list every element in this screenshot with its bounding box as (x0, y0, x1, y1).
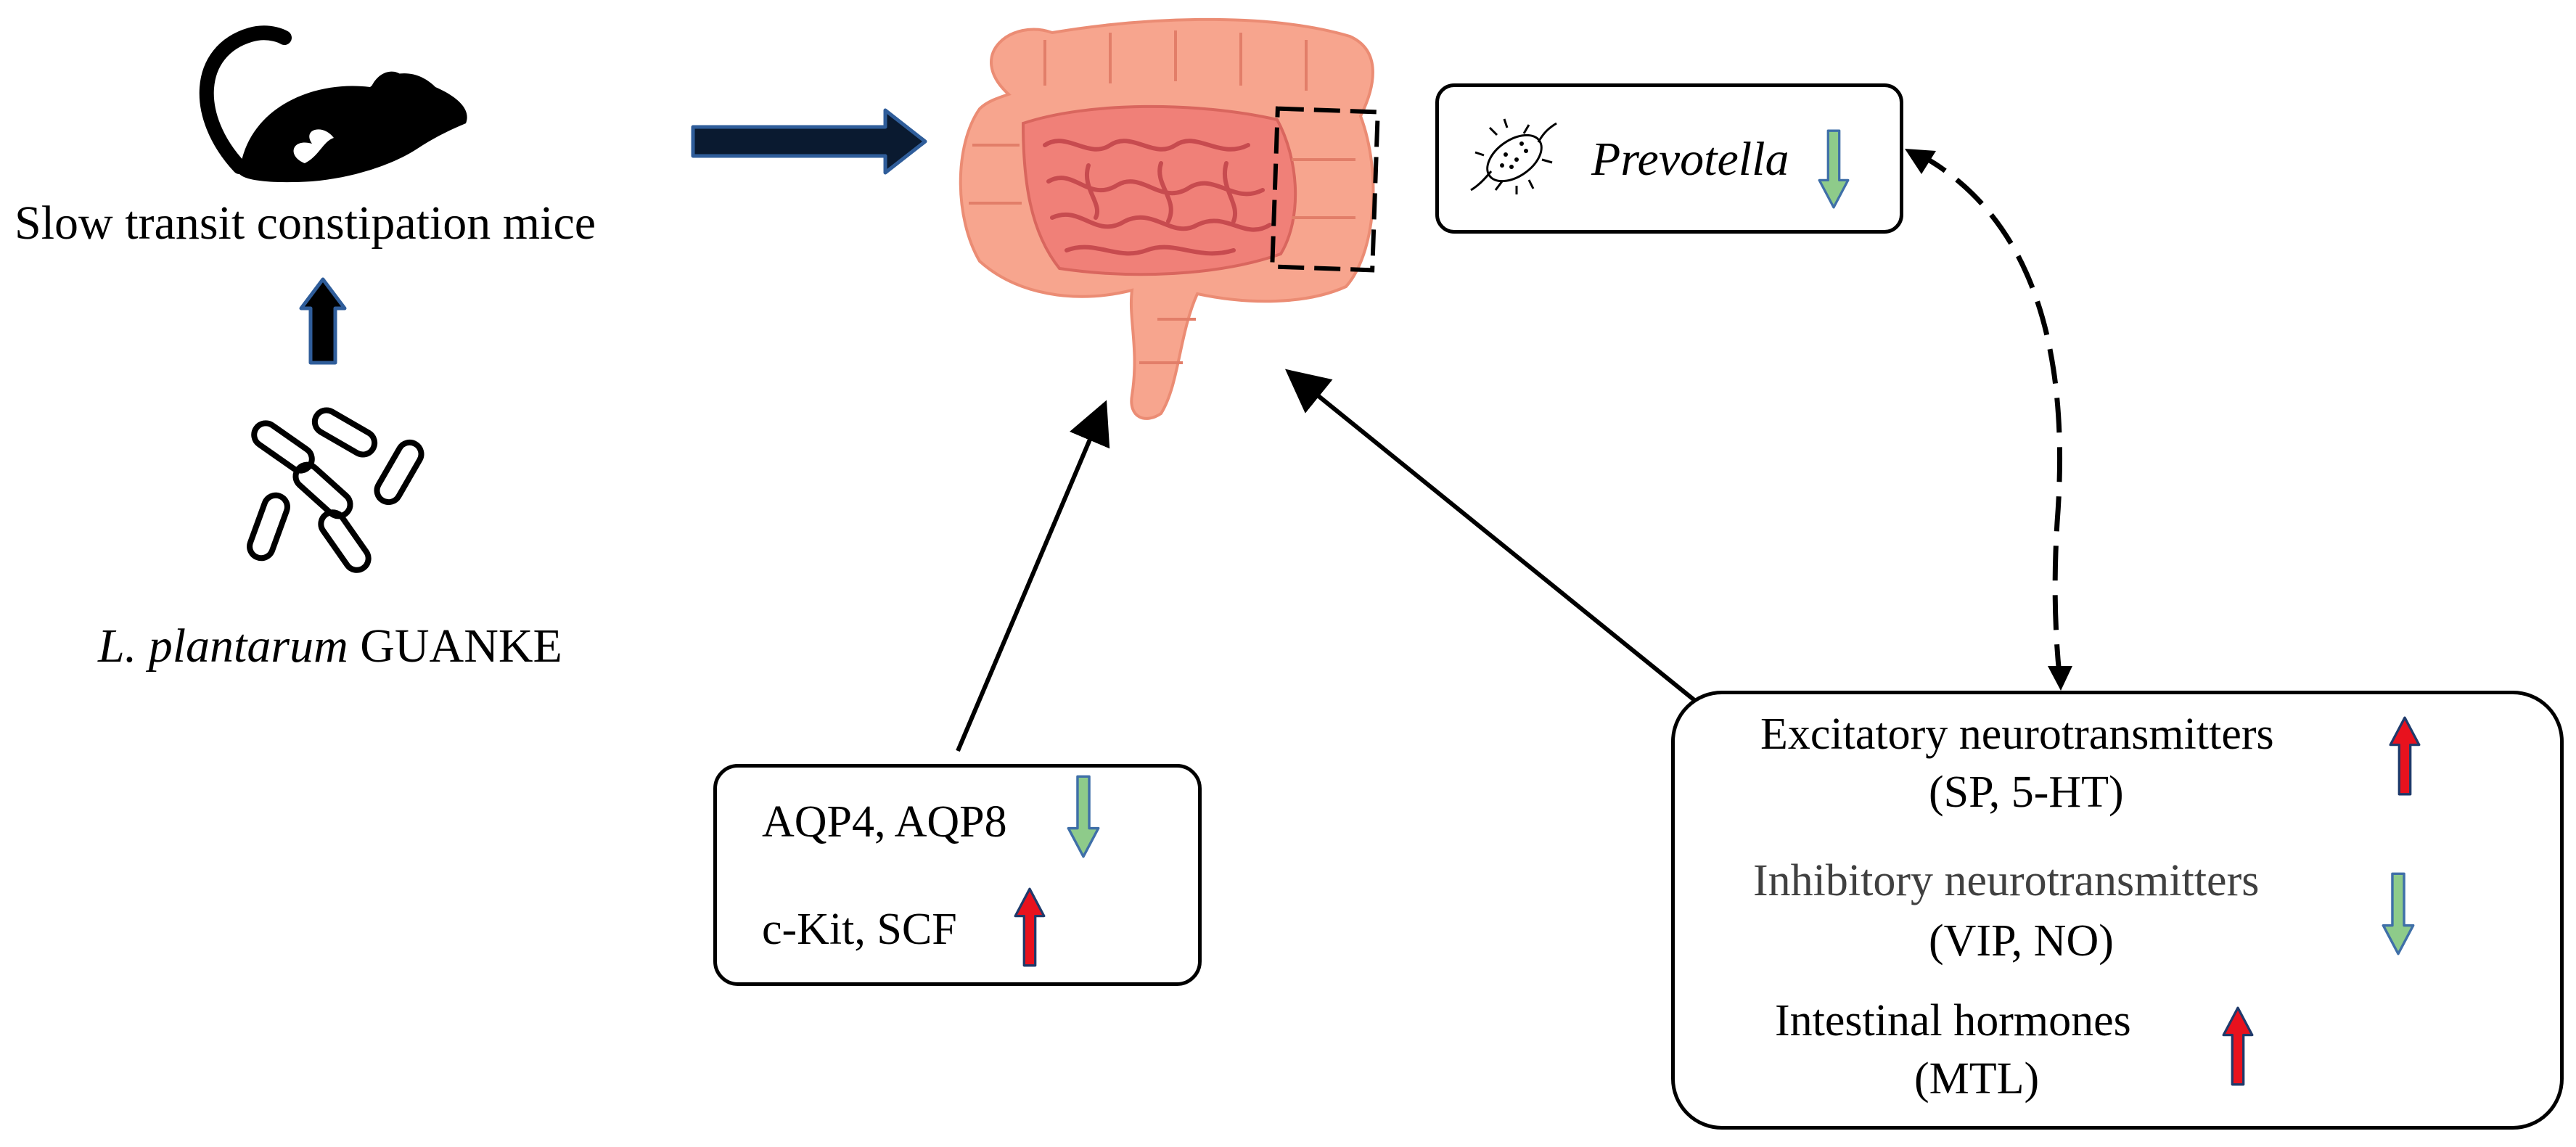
strain-name: GUANKE (360, 620, 562, 673)
neuro-to-intestine-arrow (1285, 369, 1696, 702)
mouse-silhouette-icon (199, 25, 467, 183)
lactobacillus-rods-icon (247, 407, 424, 573)
aqp-ckit-box: AQP4, AQP8 c-Kit, SCF (713, 764, 1202, 986)
ckit-up-arrow-icon (1013, 887, 1046, 967)
inhibitory-title: Inhibitory neurotransmitters (1753, 856, 2260, 905)
neurotransmitter-box: Excitatory neurotransmitters (SP, 5-HT) … (1671, 691, 2564, 1130)
prevotella-box: Prevotella (1435, 83, 1903, 234)
inhibitory-down-arrow-icon (2380, 872, 2416, 955)
strain-species: L. plantarum (98, 620, 348, 673)
excitatory-title: Excitatory neurotransmitters (1760, 710, 2274, 759)
mice-to-intestine-arrow (691, 108, 927, 175)
colon-region-box (1270, 106, 1380, 273)
aqp-to-intestine-arrow (956, 400, 1110, 752)
aqp-label: AQP4, AQP8 (762, 797, 1007, 847)
bacteria-icon (1470, 118, 1557, 194)
excitatory-up-arrow-icon (2387, 716, 2422, 796)
inhibitory-items: (VIP, NO) (1929, 916, 2114, 966)
hormones-up-arrow-icon (2220, 1006, 2255, 1086)
hormones-items: (MTL) (1914, 1054, 2040, 1103)
prevotella-label: Prevotella (1591, 133, 1789, 186)
strain-label: L. plantarum GUANKE (98, 619, 562, 674)
aqp-down-arrow-icon (1065, 775, 1102, 858)
prevotella-neuro-link (1914, 149, 2063, 675)
excitatory-items: (SP, 5-HT) (1929, 768, 2124, 817)
mouse-caption: Slow transit constipation mice (15, 197, 596, 250)
strain-to-mice-arrow (299, 277, 347, 365)
hormones-title: Intestinal hormones (1775, 996, 2131, 1045)
ckit-label: c-Kit, SCF (762, 905, 957, 954)
prevotella-down-arrow-icon (1816, 129, 1851, 209)
intestine-illustration (959, 17, 1380, 420)
